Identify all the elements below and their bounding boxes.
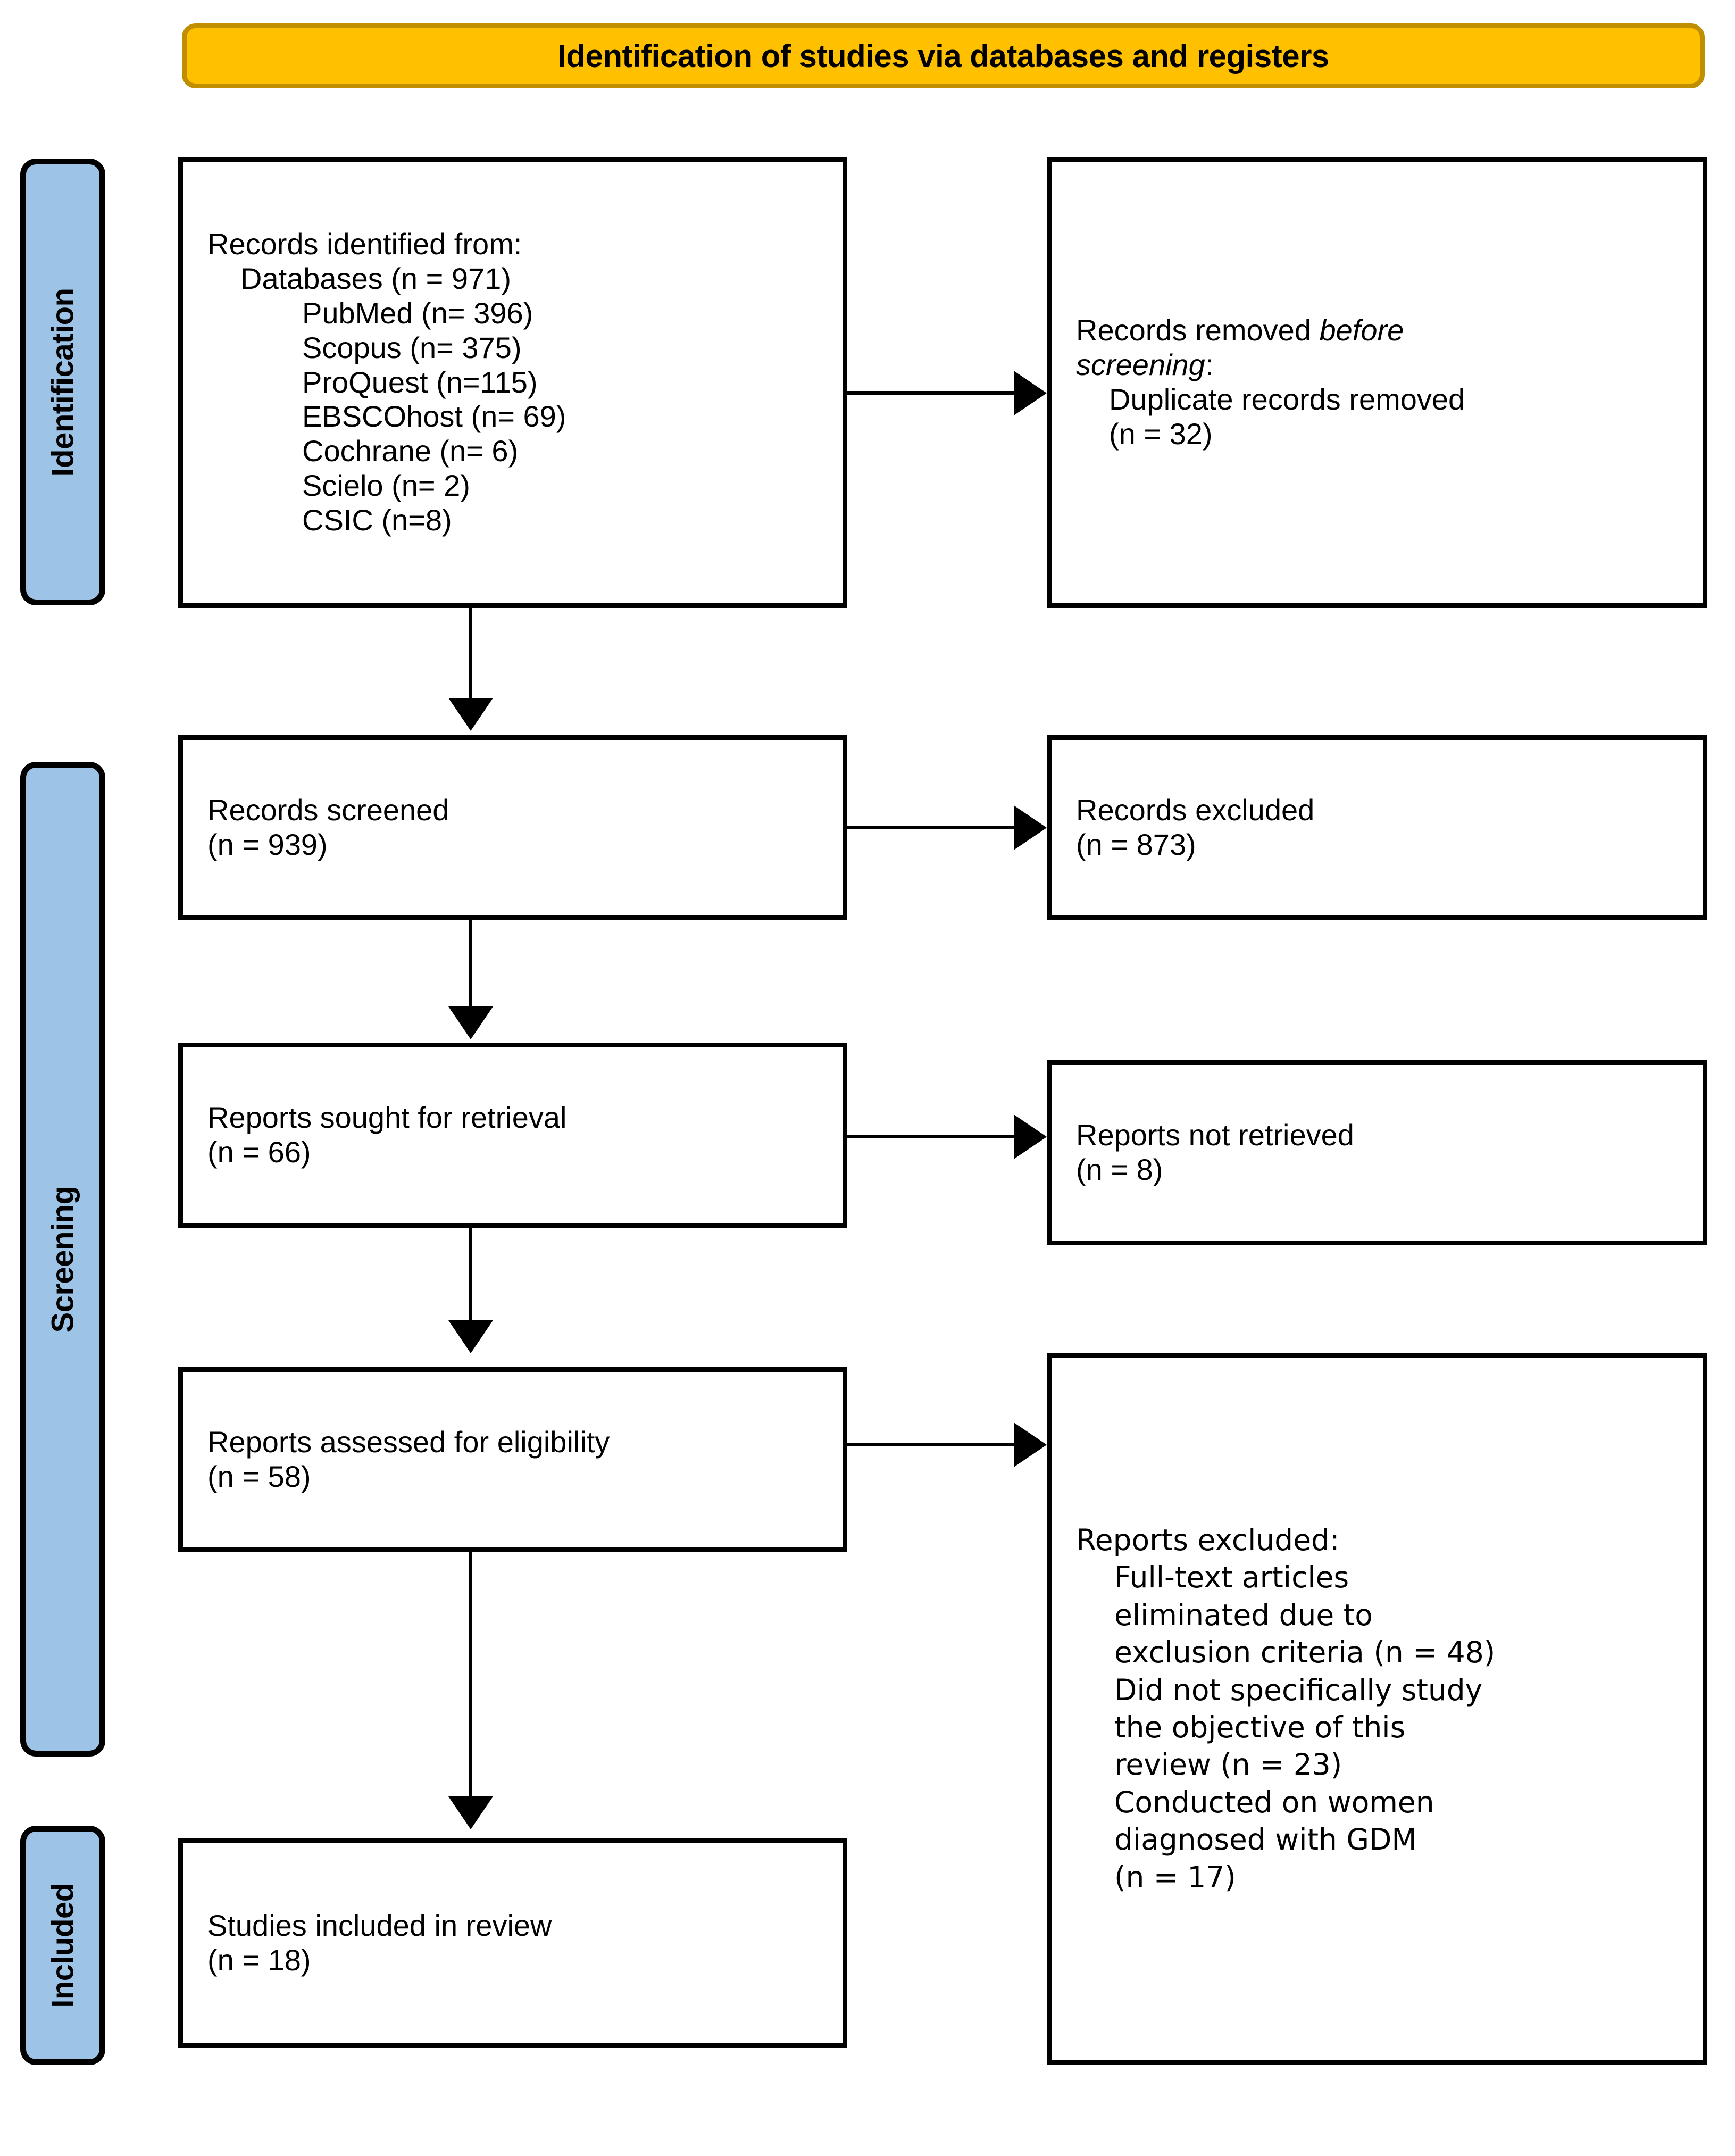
box-records-removed: Records removed before screening: Duplic… xyxy=(1047,157,1707,608)
reports-excluded-reason2-line3: review (n = 23) xyxy=(1114,1747,1342,1782)
box-records-identified: Records identified from: Databases (n = … xyxy=(178,157,847,608)
records-identified-heading: Records identified from: xyxy=(207,227,522,261)
box-studies-included-content: Studies included in review (n = 18) xyxy=(183,1909,843,1978)
reports-not-retrieved-label: Reports not retrieved xyxy=(1076,1118,1354,1152)
reports-excluded-reason2-line1: Did not specifically study xyxy=(1114,1672,1483,1707)
arrow-head-right-icon xyxy=(1014,371,1047,415)
duplicate-records-removed-count: (n = 32) xyxy=(1109,417,1213,451)
studies-included-label: Studies included in review xyxy=(207,1908,552,1942)
arrow-head-right-icon xyxy=(1014,1114,1047,1159)
reports-excluded-reason3-line3: (n = 17) xyxy=(1114,1860,1236,1894)
arrow-shaft xyxy=(469,920,472,1010)
stage-label-screening: Screening xyxy=(45,1186,80,1333)
reports-assessed-label: Reports assessed for eligibility xyxy=(207,1425,610,1459)
records-excluded-label: Records excluded xyxy=(1076,793,1315,827)
records-screened-count: (n = 939) xyxy=(207,828,328,861)
records-identified-proquest: ProQuest (n=115) xyxy=(302,365,538,399)
reports-excluded-heading: Reports excluded: xyxy=(1076,1523,1340,1558)
box-records-screened: Records screened (n = 939) xyxy=(178,735,847,920)
stage-bar-screening: Screening xyxy=(20,762,105,1757)
box-records-screened-content: Records screened (n = 939) xyxy=(183,793,843,862)
reports-excluded-reason3-line2: diagnosed with GDM xyxy=(1114,1822,1417,1857)
records-identified-ebscohost: EBSCOhost (n= 69) xyxy=(302,399,566,434)
records-identified-databases: Databases (n = 971) xyxy=(240,261,511,295)
box-records-removed-content: Records removed before screening: Duplic… xyxy=(1052,313,1703,452)
arrow-head-down-icon xyxy=(448,1320,493,1353)
records-identified-scielo: Scielo (n= 2) xyxy=(302,469,470,503)
records-identified-pubmed: PubMed (n= 396) xyxy=(302,296,533,330)
records-removed-heading-text: Records removed xyxy=(1076,313,1320,347)
box-reports-excluded-detail: Reports excluded: Full-text articles eli… xyxy=(1047,1353,1707,2065)
reports-excluded-reason2-line2: the objective of this xyxy=(1114,1710,1406,1744)
arrow-shaft xyxy=(847,1135,1014,1138)
stage-label-identification: Identification xyxy=(45,288,80,476)
box-studies-included-in-review: Studies included in review (n = 18) xyxy=(178,1838,847,2048)
records-identified-csic: CSIC (n=8) xyxy=(302,503,452,537)
box-reports-not-retrieved-content: Reports not retrieved (n = 8) xyxy=(1052,1118,1703,1187)
arrow-head-down-icon xyxy=(448,1006,493,1039)
box-reports-sought-for-retrieval: Reports sought for retrieval (n = 66) xyxy=(178,1043,847,1228)
arrow-shaft xyxy=(847,826,1014,829)
reports-sought-count: (n = 66) xyxy=(207,1135,311,1169)
reports-excluded-reason1-line2: eliminated due to xyxy=(1114,1597,1373,1632)
arrow-shaft xyxy=(847,391,1014,395)
reports-assessed-count: (n = 58) xyxy=(207,1460,311,1493)
records-excluded-count: (n = 873) xyxy=(1076,828,1196,861)
box-reports-not-retrieved: Reports not retrieved (n = 8) xyxy=(1047,1060,1707,1245)
reports-sought-label: Reports sought for retrieval xyxy=(207,1101,567,1135)
reports-not-retrieved-count: (n = 8) xyxy=(1076,1153,1163,1186)
studies-included-count: (n = 18) xyxy=(207,1943,311,1977)
arrow-head-down-icon xyxy=(448,1796,493,1829)
duplicate-records-removed-label: Duplicate records removed xyxy=(1109,382,1465,416)
box-reports-excluded-detail-content: Reports excluded: Full-text articles eli… xyxy=(1052,1521,1703,1896)
records-screened-label: Records screened xyxy=(207,793,449,827)
phase-banner-identification: Identification of studies via databases … xyxy=(182,23,1705,88)
arrow-shaft xyxy=(469,1228,472,1323)
arrow-shaft xyxy=(469,1552,472,1800)
box-reports-assessed-for-eligibility: Reports assessed for eligibility (n = 58… xyxy=(178,1367,847,1552)
phase-banner-label: Identification of studies via databases … xyxy=(557,38,1329,74)
arrow-shaft xyxy=(469,608,472,701)
reports-excluded-reason3-line1: Conducted on women xyxy=(1114,1785,1434,1819)
box-records-identified-content: Records identified from: Databases (n = … xyxy=(183,227,843,538)
arrow-head-right-icon xyxy=(1014,805,1047,850)
box-reports-assessed-content: Reports assessed for eligibility (n = 58… xyxy=(183,1425,843,1494)
reports-excluded-reason1-line1: Full-text articles xyxy=(1114,1560,1349,1595)
records-removed-heading-line1: Records removed before xyxy=(1076,313,1678,348)
records-removed-heading-emph-before: before xyxy=(1319,313,1404,347)
records-identified-scopus: Scopus (n= 375) xyxy=(302,330,522,364)
records-removed-heading-emph-screening: screening xyxy=(1076,348,1205,382)
records-removed-heading-colon: : xyxy=(1205,348,1214,382)
box-reports-sought-content: Reports sought for retrieval (n = 66) xyxy=(183,1101,843,1170)
box-records-excluded-content: Records excluded (n = 873) xyxy=(1052,793,1703,862)
stage-label-included: Included xyxy=(45,1883,80,2008)
arrow-shaft xyxy=(847,1443,1014,1446)
stage-bar-identification: Identification xyxy=(20,159,105,605)
box-records-excluded: Records excluded (n = 873) xyxy=(1047,735,1707,920)
arrow-head-right-icon xyxy=(1014,1422,1047,1467)
reports-excluded-reason1-line3: exclusion criteria (n = 48) xyxy=(1114,1635,1496,1670)
records-identified-cochrane: Cochrane (n= 6) xyxy=(302,434,519,468)
arrow-head-down-icon xyxy=(448,698,493,731)
stage-bar-included: Included xyxy=(20,1826,105,2065)
records-removed-heading-line2: screening: xyxy=(1076,348,1678,382)
